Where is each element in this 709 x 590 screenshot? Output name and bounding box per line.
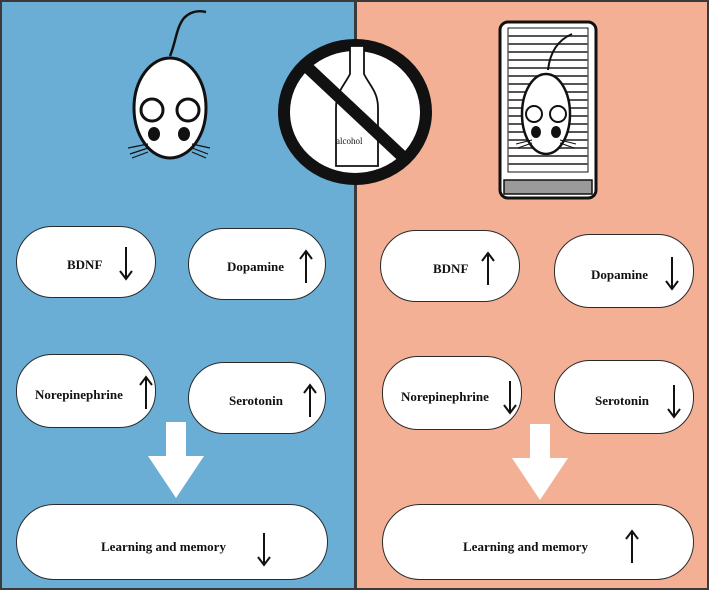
treadmill-mouse-icon	[515, 33, 577, 156]
pill-right-bdnf: BDNF	[380, 230, 520, 302]
arrow-down-icon	[257, 533, 271, 567]
label-bdnf: BDNF	[433, 261, 469, 276]
big-down-arrow-icon	[512, 424, 568, 500]
big-down-arrow-icon	[148, 422, 204, 498]
pill-left-serotonin: Serotonin	[188, 362, 326, 434]
arrow-up-icon	[303, 383, 317, 417]
label-dopamine: Dopamine	[591, 267, 649, 282]
label-serotonin: Serotonin	[229, 393, 283, 408]
label-norepinephrine: Norepinephrine	[401, 389, 489, 404]
label-dopamine: Dopamine	[227, 259, 285, 274]
mouse-icon	[127, 10, 211, 160]
arrow-up-icon	[625, 529, 639, 563]
arrow-down-icon	[665, 257, 679, 291]
no-alcohol-icon: alcohol	[278, 39, 432, 185]
pill-left-dopamine: Dopamine	[188, 228, 326, 300]
pill-right-serotonin: Serotonin	[554, 360, 694, 434]
pill-left-bdnf: BDNF	[16, 226, 156, 298]
pill-left-norepinephrine: Norepinephrine	[16, 354, 156, 428]
arrow-up-icon	[481, 251, 495, 285]
pill-right-learning: Learning and memory	[382, 504, 694, 580]
label-serotonin: Serotonin	[595, 393, 649, 408]
pill-right-dopamine: Dopamine	[554, 234, 694, 308]
arrow-down-icon	[667, 385, 681, 419]
label-learning-memory: Learning and memory	[463, 539, 588, 554]
pill-left-learning: Learning and memory	[16, 504, 328, 580]
label-bdnf: BDNF	[67, 257, 103, 272]
arrow-down-icon	[503, 381, 517, 415]
label-learning-memory: Learning and memory	[101, 539, 226, 554]
bottle-label: alcohol	[336, 136, 363, 146]
treadmill-icon	[498, 20, 598, 200]
pill-right-norepinephrine: Norepinephrine	[382, 356, 522, 430]
label-norepinephrine: Norepinephrine	[35, 387, 123, 402]
arrow-down-icon	[119, 247, 133, 281]
arrow-up-icon	[139, 375, 153, 409]
arrow-up-icon	[299, 249, 313, 283]
